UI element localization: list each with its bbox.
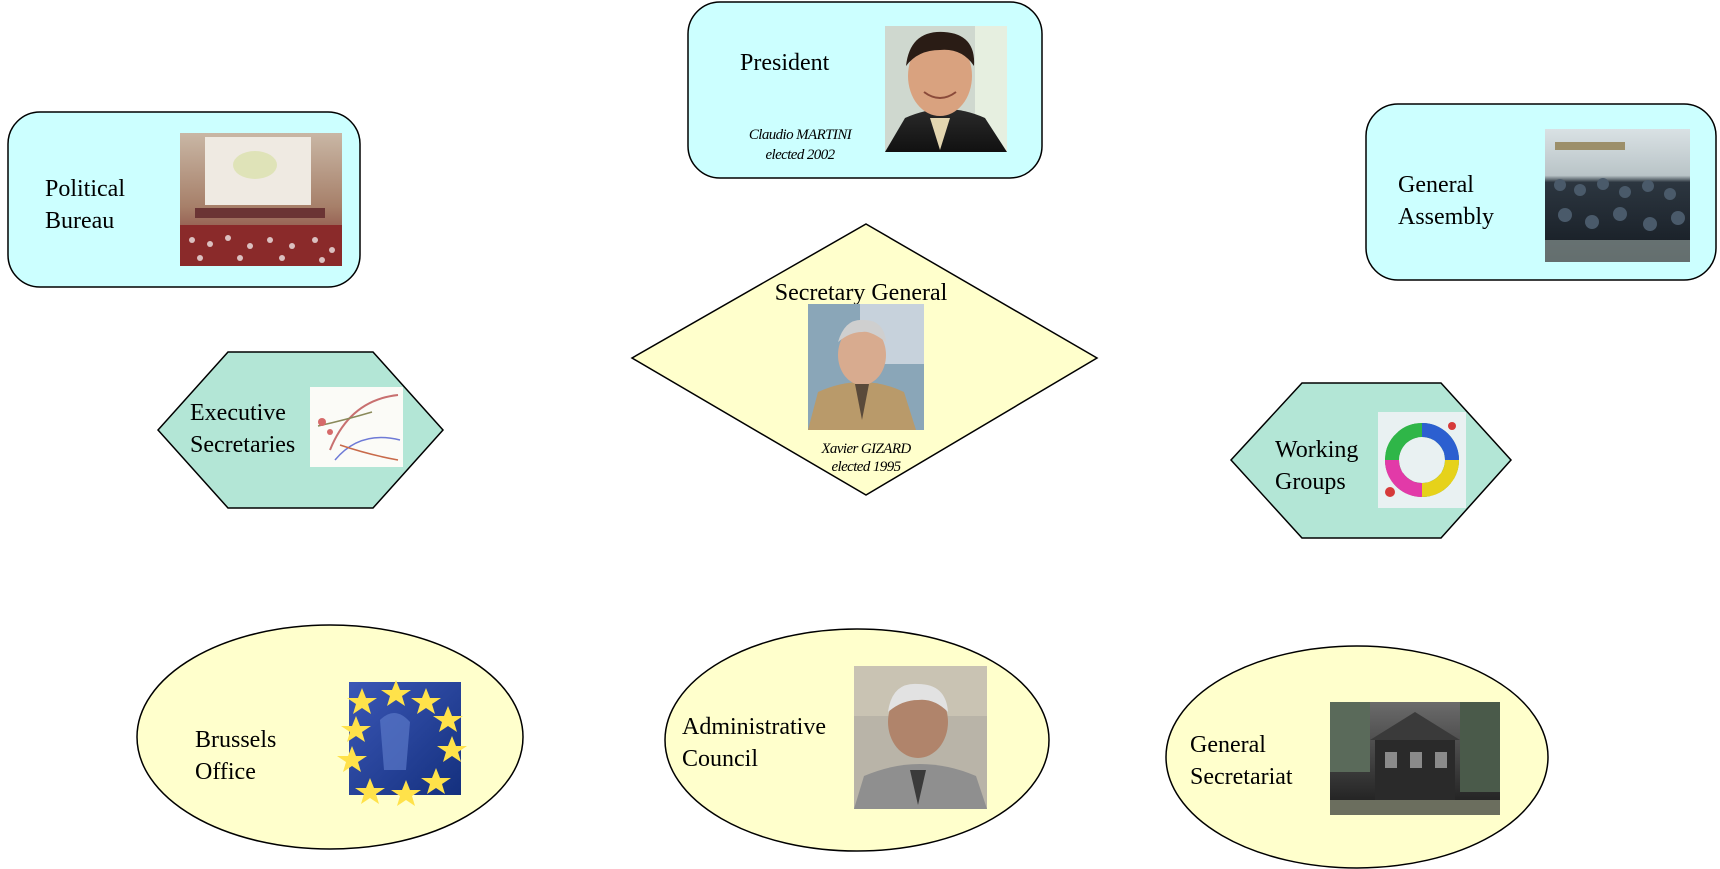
brussels-office-label-line2: Office (195, 759, 256, 785)
general-secretariat-label-line2: Secretariat (1190, 764, 1293, 790)
portrait-photo (854, 666, 987, 809)
general-secretariat-node: General Secretariat (1165, 645, 1549, 869)
assembly-photo (1545, 129, 1690, 262)
executive-secretaries-label-line2: Secretaries (190, 432, 295, 458)
working-groups-label-line2: Groups (1275, 469, 1346, 495)
administrative-council-label-line2: Council (682, 746, 758, 772)
administrative-council-label-line1: Administrative (682, 714, 826, 740)
arrows-sketch (310, 387, 403, 467)
general-assembly-label-line2: Assembly (1398, 204, 1494, 230)
working-groups-label-line1: Working (1275, 437, 1358, 463)
president-node: President Claudio MARTINI elected 2002 (687, 1, 1043, 179)
working-groups-hexagon (1229, 382, 1513, 539)
working-groups-node: Working Groups (1229, 382, 1513, 539)
brussels-office-label-line1: Brussels (195, 727, 276, 753)
secretary-general-elected: elected 1995 (831, 459, 901, 475)
general-secretariat-label-line1: General (1190, 732, 1266, 758)
rainbow-circle-logo (1378, 412, 1466, 508)
executive-secretaries-node: Executive Secretaries (156, 351, 445, 509)
brussels-office-node: Brussels Office (136, 624, 524, 850)
eu-flag-image (337, 680, 467, 806)
president-elected: elected 2002 (765, 147, 835, 163)
president-name: Claudio MARTINI (749, 127, 853, 143)
political-bureau-node: Political Bureau (7, 111, 361, 288)
portrait-photo (808, 304, 924, 430)
general-assembly-label-line1: General (1398, 172, 1474, 198)
president-title: President (740, 50, 830, 76)
political-bureau-label-line2: Bureau (45, 208, 114, 234)
secretary-general-name: Xavier GIZARD (820, 441, 911, 457)
general-assembly-node: General Assembly (1365, 103, 1717, 281)
political-bureau-label-line1: Political (45, 176, 125, 202)
building-photo (1330, 702, 1500, 815)
secretary-general-node: Secretary General Xavier GIZARD elected … (630, 223, 1099, 496)
conference-hall-photo (180, 133, 342, 266)
executive-secretaries-label-line1: Executive (190, 400, 286, 426)
secretary-general-title: Secretary General (775, 280, 948, 306)
administrative-council-node: Administrative Council (664, 628, 1050, 852)
president-portrait-photo (885, 26, 1007, 152)
